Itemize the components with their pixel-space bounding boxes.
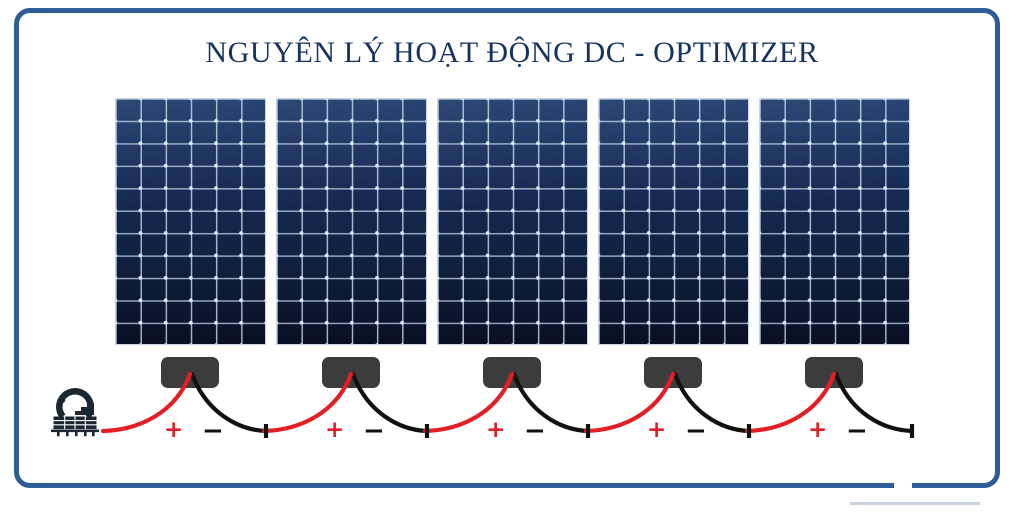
negative-wire [511, 371, 591, 434]
polarity-plus-sign: + [808, 417, 828, 443]
positive-wire [100, 371, 193, 434]
decorative-frame [14, 8, 1000, 488]
frame-notch [894, 481, 912, 490]
positive-wires [100, 371, 837, 434]
panel-cell-nodes [760, 99, 909, 344]
negative-wire [833, 371, 915, 434]
negative-wire [672, 371, 752, 434]
frame-underline [850, 502, 980, 505]
panel-cell-nodes [116, 99, 265, 344]
wire-junction-tick [585, 424, 591, 438]
wire-junction-tick [746, 424, 752, 438]
negative-wire [350, 371, 430, 434]
panel-cell-nodes [599, 99, 748, 344]
wire-junction-tick [424, 424, 430, 438]
negative-wires [189, 371, 915, 434]
polarity-minus-sign: − [202, 416, 224, 446]
negative-wire [189, 371, 269, 434]
polarity-plus-sign: + [486, 417, 506, 443]
polarity-plus-sign: + [647, 417, 667, 443]
panel-cell-nodes [277, 99, 426, 344]
positive-wire [261, 371, 354, 434]
wire-junction-tick [263, 424, 269, 438]
page-title: NGUYÊN LÝ HOẠT ĐỘNG DC - OPTIMIZER [205, 36, 819, 69]
polarity-minus-sign: − [685, 416, 707, 446]
polarity-minus-sign: − [363, 416, 385, 446]
positive-wire [583, 371, 676, 434]
polarity-plus-sign: + [164, 417, 184, 443]
positive-wire [744, 371, 837, 434]
polarity-minus-sign: − [846, 416, 868, 446]
polarity-minus-sign: − [524, 416, 546, 446]
panel-cell-nodes [438, 99, 587, 344]
wire-junction-tick [909, 424, 915, 438]
polarity-plus-sign: + [325, 417, 345, 443]
wire-junction-ticks [263, 424, 915, 438]
solar-company-logo [47, 380, 103, 438]
positive-wire [422, 371, 515, 434]
logo-mark [51, 388, 99, 437]
